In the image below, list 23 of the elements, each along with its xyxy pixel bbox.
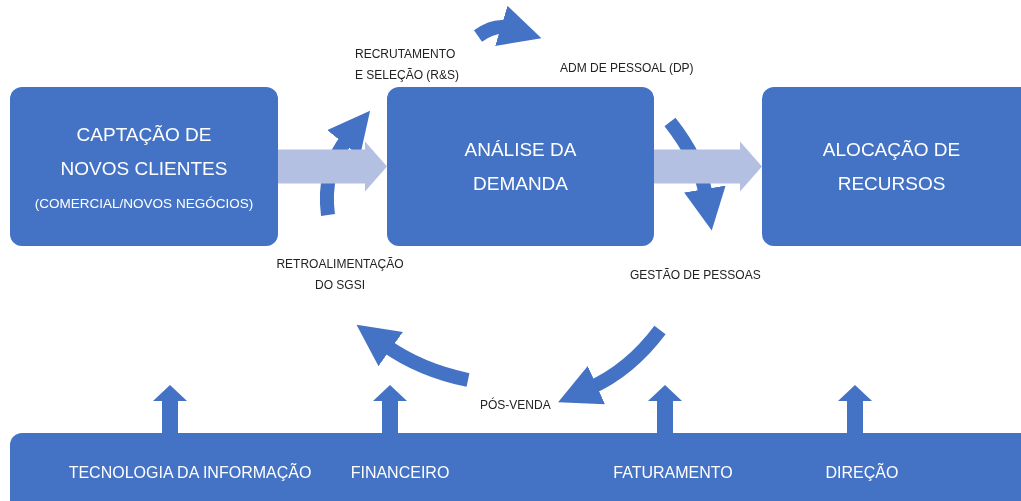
- block-arrow: [654, 141, 762, 192]
- process-box: [387, 87, 654, 246]
- flow-label: RECRUTAMENTO E SELEÇÃO (R&S): [355, 46, 461, 84]
- flow-label: ADM DE PESSOAL (DP): [560, 60, 695, 77]
- box-title: CAPTAÇÃO DE NOVOS CLIENTES: [59, 123, 229, 182]
- box-subtitle: (COMERCIAL/NOVOS NEGÓCIOS): [34, 195, 254, 214]
- block-arrow: [278, 141, 387, 192]
- department-label: TECNOLOGIA DA INFORMAÇÃO: [68, 462, 312, 483]
- block-arrow: [153, 385, 187, 433]
- process-box: [10, 87, 278, 246]
- process-box: [762, 87, 1021, 246]
- block-arrow: [648, 385, 682, 433]
- box-title: ANÁLISE DA DEMANDA: [463, 137, 578, 196]
- flow-label: PÓS-VENDA: [480, 396, 552, 414]
- block-arrow: [838, 385, 872, 433]
- department-band: [10, 433, 1021, 501]
- block-arrow: [373, 385, 407, 433]
- department-label: FINANCEIRO: [350, 463, 450, 483]
- department-label: FATURAMENTO: [613, 463, 733, 483]
- flow-label: RETROALIMENTAÇÃO DO SGSI: [275, 256, 405, 294]
- box-title: ALOCAÇÃO DE RECURSOS: [821, 137, 962, 196]
- department-label: DIREÇÃO: [825, 462, 899, 483]
- flow-label: GESTÃO DE PESSOAS: [630, 267, 762, 284]
